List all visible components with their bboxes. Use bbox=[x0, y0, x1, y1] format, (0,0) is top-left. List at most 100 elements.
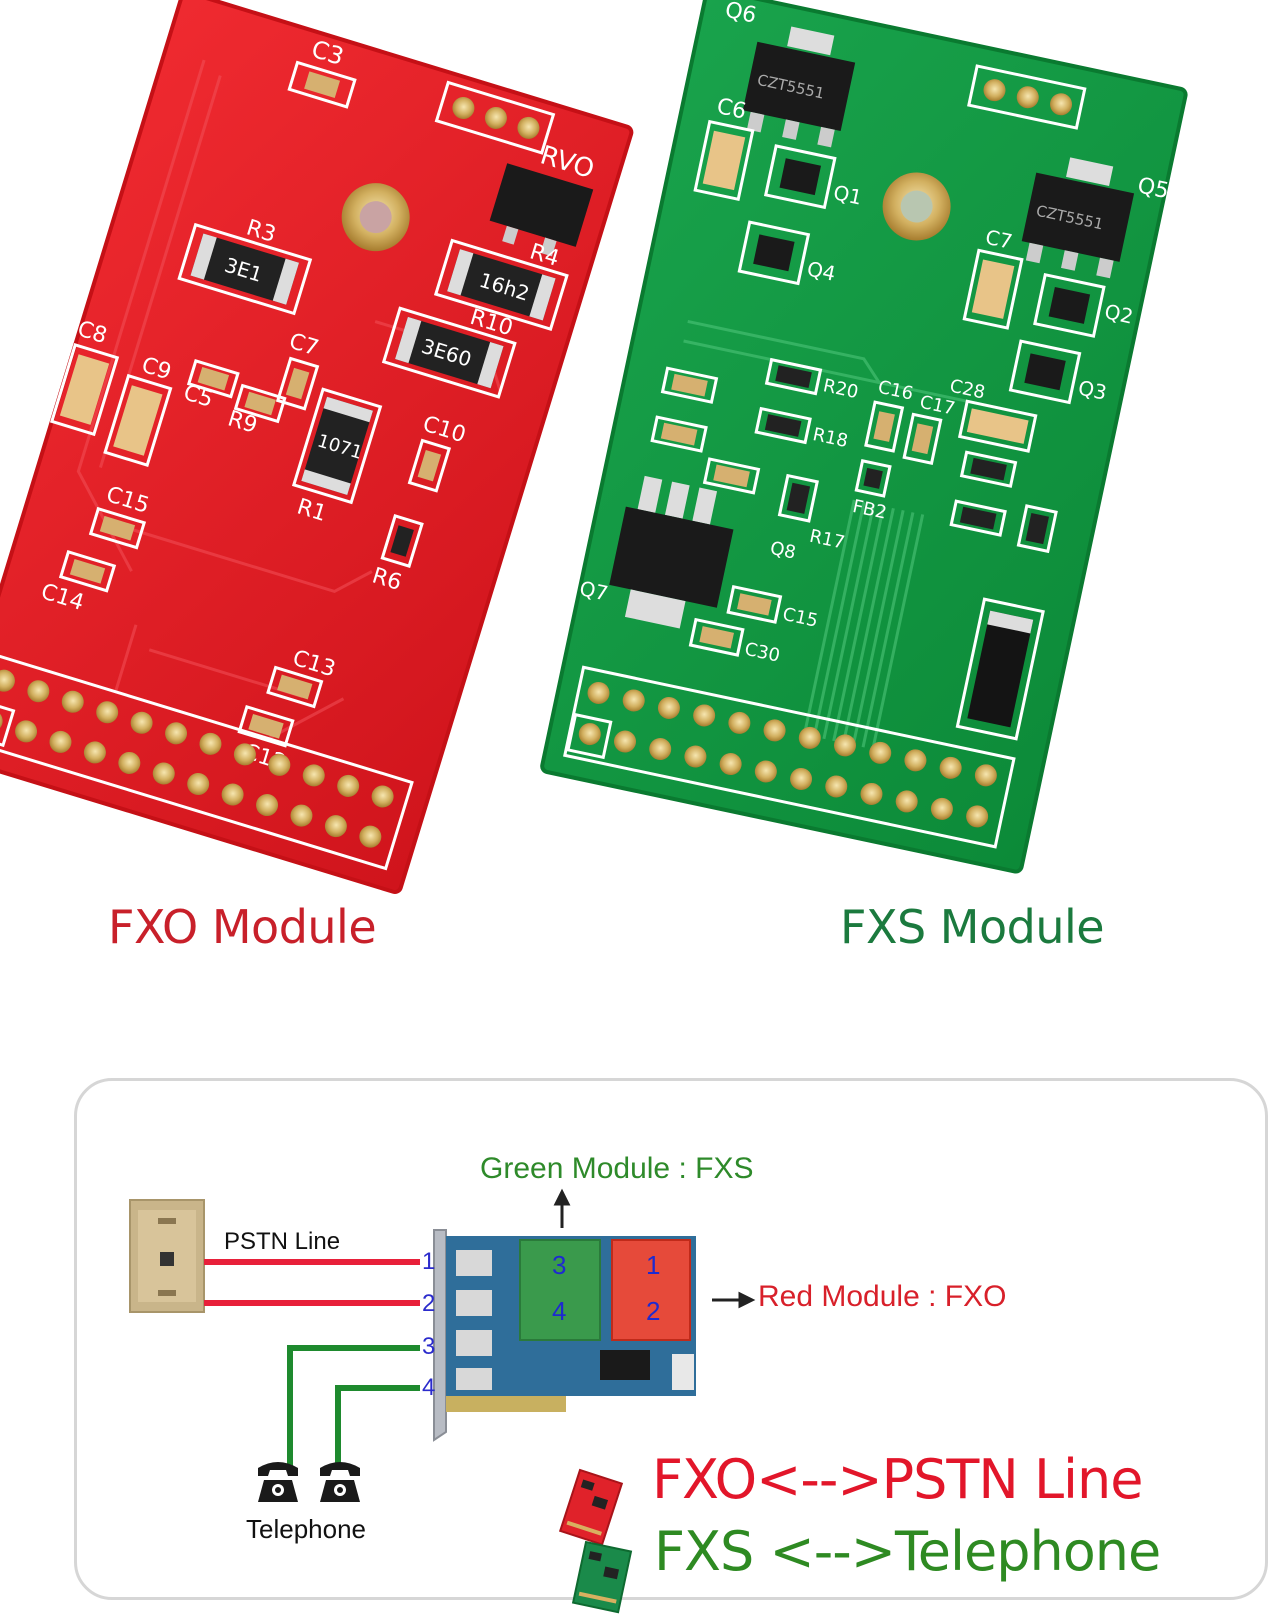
pin-pad bbox=[83, 741, 106, 764]
fxs-label-q8: Q8 bbox=[768, 538, 797, 564]
pin-pad bbox=[49, 730, 72, 753]
pin-pad bbox=[939, 756, 962, 779]
fxo-pins bbox=[0, 669, 394, 848]
pin-pad bbox=[790, 767, 813, 790]
pin-pad bbox=[834, 734, 857, 757]
card-module-number: 3 bbox=[552, 1250, 567, 1280]
pin-pad bbox=[15, 720, 38, 743]
red-module-label: Red Module : FXO bbox=[758, 1280, 1007, 1313]
fxo-pin-header bbox=[0, 651, 414, 871]
fxs-mini-board-icon bbox=[571, 1540, 633, 1614]
pin-pad bbox=[268, 753, 291, 776]
pin-pad bbox=[904, 749, 927, 772]
fxs-label-q2: Q2 bbox=[1103, 299, 1136, 328]
pin-pad bbox=[130, 711, 153, 734]
telephone-wires bbox=[287, 1345, 420, 1468]
pin-pad bbox=[622, 689, 645, 712]
pin-pad bbox=[324, 815, 347, 838]
fxs-board: CZT5551 Q6 CZT5551 Q5 C6 Q1 Q4 C7 Q2 bbox=[540, 0, 1188, 874]
fxs-diode bbox=[955, 597, 1045, 741]
pin-pad bbox=[930, 797, 953, 820]
fxo-r4: 16h2 bbox=[433, 238, 569, 332]
pin-pad bbox=[0, 669, 15, 692]
fxs-label-q3: Q3 bbox=[1076, 375, 1109, 404]
fxo-r1: 1071 bbox=[291, 387, 383, 505]
fxs-label-c7: C7 bbox=[983, 225, 1014, 254]
fxo-rvo-chip bbox=[489, 163, 594, 257]
pin-pad bbox=[302, 764, 325, 787]
pin-pad bbox=[371, 785, 394, 808]
pin-pad bbox=[728, 711, 751, 734]
port-number: 1 bbox=[422, 1248, 436, 1275]
fxs-module-caption: FXS Module bbox=[840, 900, 1105, 954]
pin-pad bbox=[165, 722, 188, 745]
telephone-label: Telephone bbox=[246, 1514, 366, 1544]
fxs-top-header bbox=[967, 64, 1087, 130]
port-number: 2 bbox=[422, 1290, 436, 1317]
green-module-label: Green Module : FXS bbox=[480, 1152, 754, 1185]
pin-pad bbox=[895, 790, 918, 813]
pin-pad bbox=[613, 730, 636, 753]
pin-pad bbox=[118, 751, 141, 774]
fxo-module-caption: FXO Module bbox=[108, 900, 377, 954]
wall-jack-icon bbox=[129, 1199, 205, 1313]
pin-pad bbox=[27, 680, 50, 703]
pin-pad bbox=[798, 726, 821, 749]
pin-pad bbox=[657, 696, 680, 719]
telephone-icon bbox=[258, 1462, 298, 1502]
pin-pad bbox=[974, 764, 997, 787]
pin-pad bbox=[966, 805, 989, 828]
up-arrow-icon bbox=[553, 1188, 571, 1228]
pin-pad bbox=[719, 753, 742, 776]
pin-pad bbox=[96, 701, 119, 724]
fxo-board: RVO C3 16h2 R4 3E1 R3 3E60 bbox=[0, 0, 634, 894]
pin-pad bbox=[684, 745, 707, 768]
legend-fxs: FXS <-->Telephone bbox=[654, 1520, 1161, 1583]
pin-pad bbox=[256, 794, 279, 817]
card-module-number: 2 bbox=[646, 1296, 661, 1326]
pin-pad bbox=[152, 762, 175, 785]
legend-fxo: FXO<-->PSTN Line bbox=[652, 1448, 1143, 1511]
pin-pad bbox=[337, 774, 360, 797]
pstn-line-label: PSTN Line bbox=[224, 1228, 341, 1255]
fxs-pins bbox=[578, 681, 997, 828]
fxs-label-q7: Q7 bbox=[577, 576, 610, 605]
pin-pad bbox=[693, 704, 716, 727]
fxs-label-q4: Q4 bbox=[805, 256, 838, 285]
fxo-mini-board-icon bbox=[558, 1468, 624, 1546]
pin-pad bbox=[763, 719, 786, 742]
pin-pad bbox=[359, 825, 382, 848]
pin-pad bbox=[221, 783, 244, 806]
fxs-q6: CZT5551 bbox=[742, 26, 856, 148]
pin-pad bbox=[187, 773, 210, 796]
pin-pad bbox=[869, 741, 892, 764]
pin-pad bbox=[587, 681, 610, 704]
fxo-r3: 3E1 bbox=[177, 222, 313, 316]
pin-pad bbox=[825, 775, 848, 798]
port-number: 4 bbox=[422, 1374, 436, 1401]
right-arrow-icon bbox=[712, 1291, 756, 1309]
pcb-photos: RVO C3 16h2 R4 3E1 R3 3E60 bbox=[0, 0, 1188, 894]
fxs-label-q1: Q1 bbox=[831, 180, 864, 209]
port-number: 3 bbox=[422, 1333, 436, 1360]
pin-pad bbox=[290, 804, 313, 827]
pin-pad bbox=[578, 723, 601, 746]
fxs-label-c6: C6 bbox=[714, 94, 748, 125]
pin-pad bbox=[649, 738, 672, 761]
fxs-small-parts bbox=[650, 366, 1058, 554]
fxo-top-header bbox=[434, 80, 556, 155]
fxo-r10: 3E60 bbox=[381, 306, 517, 399]
pin-pad bbox=[233, 743, 256, 766]
card-module-number: 1 bbox=[646, 1250, 661, 1280]
fxs-traces bbox=[683, 319, 1037, 750]
pin-pad bbox=[860, 782, 883, 805]
pstn-wires bbox=[204, 1259, 420, 1306]
fxs-q5: CZT5551 bbox=[1021, 157, 1135, 279]
fxs-q7 bbox=[609, 475, 734, 629]
pin-pad bbox=[199, 732, 222, 755]
pin-pad bbox=[61, 690, 84, 713]
fxs-pin-header bbox=[563, 665, 1016, 849]
telephone-icon bbox=[320, 1462, 360, 1502]
card-module-number: 4 bbox=[552, 1296, 567, 1326]
